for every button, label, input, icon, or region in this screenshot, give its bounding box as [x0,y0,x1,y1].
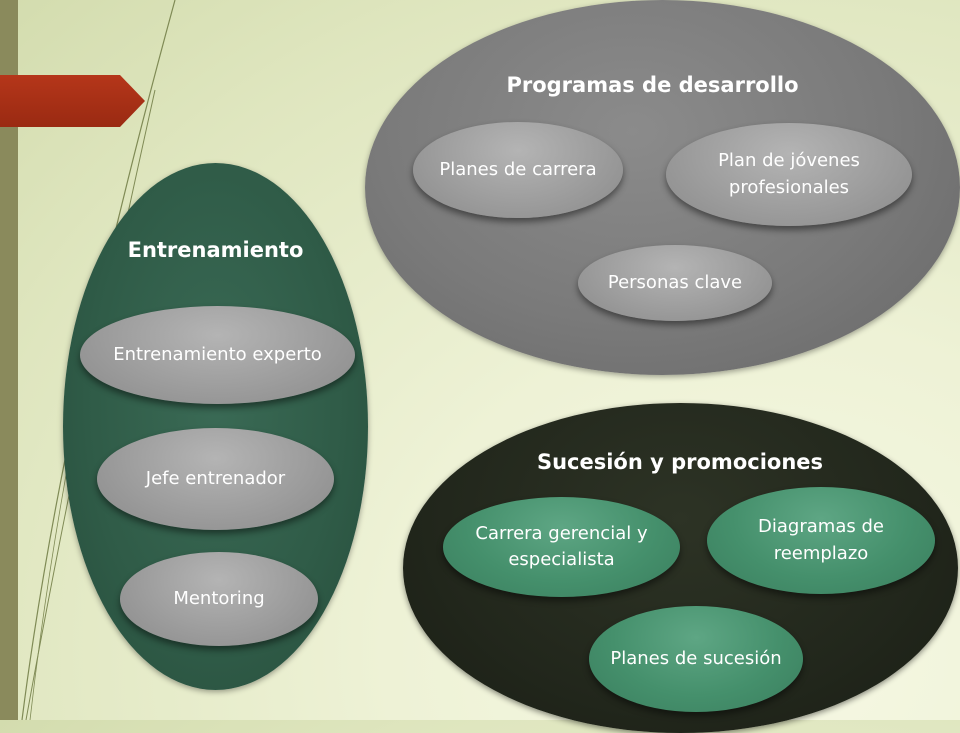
node-label: Personas clave [607,271,743,293]
node-planes-de-sucesion: Planes de sucesión [589,606,803,712]
node-entrenamiento-experto: Entrenamiento experto [80,306,355,404]
node-label: Planes de sucesión [610,647,782,669]
node-personas-clave: Personas clave [578,245,772,321]
sucesion-title: Sucesión y promociones [536,450,824,474]
node-label: Jefe entrenador [145,467,286,489]
programas-title: Programas de desarrollo [506,73,799,97]
node-label: Plan de jóvenes profesionales [718,150,860,198]
node-mentoring: Mentoring [120,552,318,646]
node-label: Entrenamiento experto [113,343,322,365]
accent-arrow-tab [0,75,145,127]
node-planes-de-carrera: Planes de carrera [413,122,623,218]
node-jefe-entrenador: Jefe entrenador [97,428,334,530]
node-label: Carrera gerencial y especialista [475,522,648,570]
node-carrera-gerencial: Carrera gerencial y especialista [443,497,680,597]
node-plan-jovenes-profesionales: Plan de jóvenes profesionales [666,123,912,226]
node-label: Planes de carrera [439,158,597,180]
node-label: Diagramas de reemplazo [758,516,884,564]
node-label: Mentoring [173,587,265,609]
node-diagramas-de-reemplazo: Diagramas de reemplazo [707,487,935,594]
left-decorative-bar [0,0,18,720]
entrenamiento-title: Entrenamiento [127,238,304,262]
